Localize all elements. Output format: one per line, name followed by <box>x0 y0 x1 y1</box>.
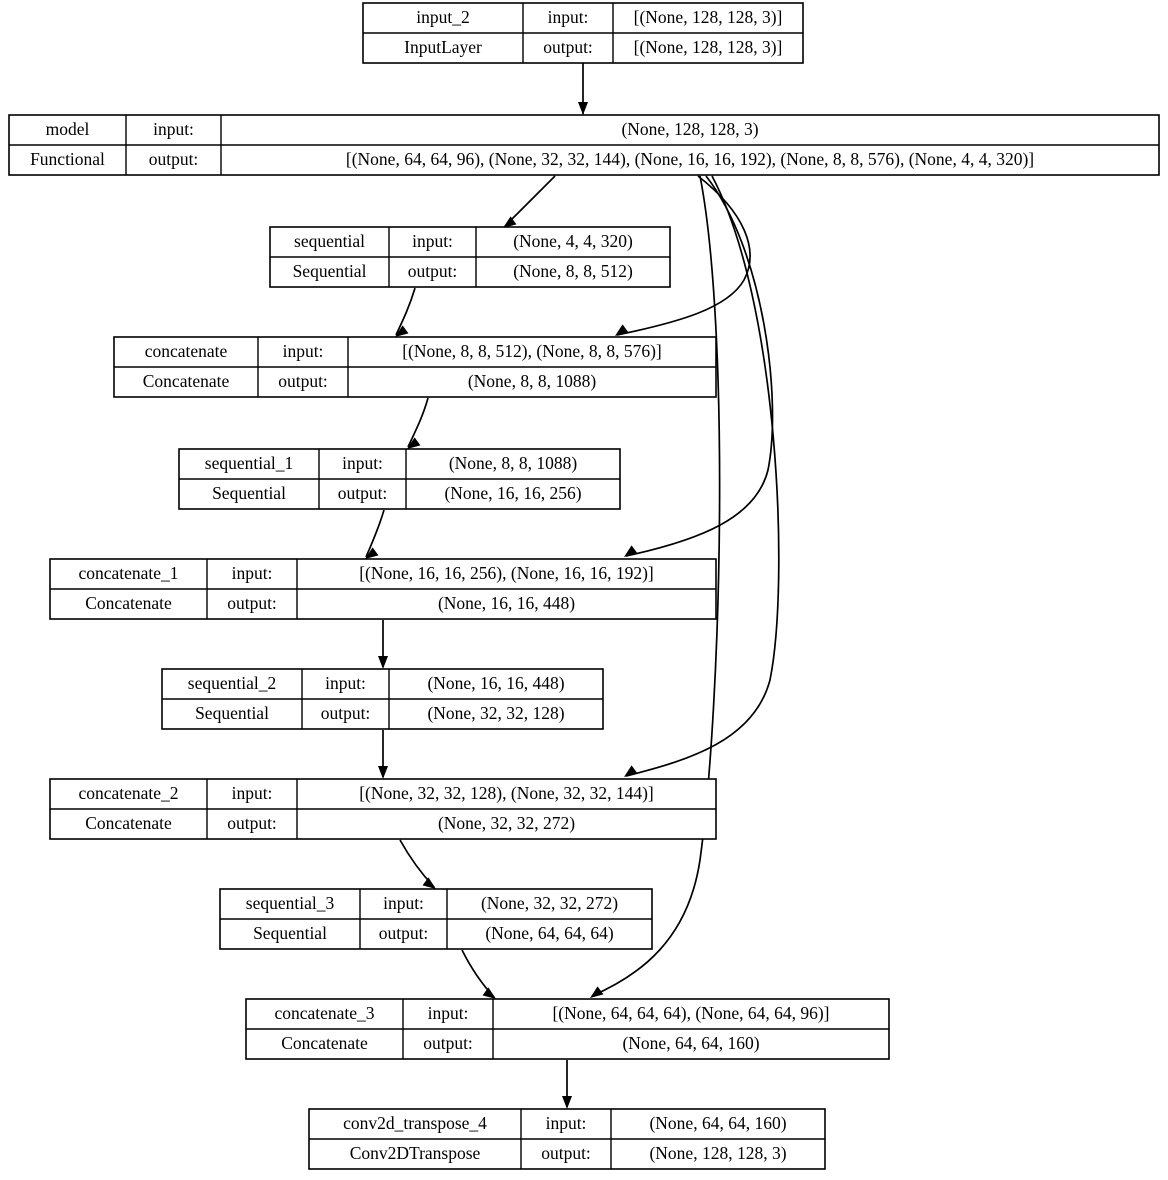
node-layer-name: model <box>46 119 90 139</box>
node-output-shape: (None, 128, 128, 3) <box>649 1143 786 1163</box>
node-output-label: output: <box>149 149 199 169</box>
node-output-shape: (None, 16, 16, 256) <box>444 483 581 503</box>
node-input-label: input: <box>412 231 453 251</box>
node-layer-class: Concatenate <box>281 1033 368 1053</box>
node-input-label: input: <box>383 893 424 913</box>
node-input-shape: [(None, 16, 16, 256), (None, 16, 16, 192… <box>359 563 654 583</box>
node-input-shape: (None, 4, 4, 320) <box>513 231 633 251</box>
edge-model-concatenate_1 <box>624 175 774 557</box>
edge-model-concatenate_2 <box>624 175 780 777</box>
edge-sequential_2-concat_2 <box>378 730 388 779</box>
node-layer-class: Functional <box>30 149 105 169</box>
node-input-label: input: <box>546 1113 587 1133</box>
node-input-shape: (None, 16, 16, 448) <box>427 673 564 693</box>
edge-concat_3-conv2dt <box>562 1060 572 1109</box>
node-input-label: input: <box>428 1003 469 1023</box>
node-layer-class: Sequential <box>253 923 327 943</box>
edge-model-concatenate <box>615 175 751 336</box>
node-input-label: input: <box>548 7 589 27</box>
node-layer-class: Concatenate <box>143 371 230 391</box>
node-layer-class: Conv2DTranspose <box>350 1143 481 1163</box>
node-output-shape: [(None, 64, 64, 96), (None, 32, 32, 144)… <box>346 149 1034 169</box>
node-layer-class: Sequential <box>293 261 367 281</box>
node-output-label: output: <box>338 483 388 503</box>
edge-input_2-model <box>578 63 588 115</box>
node-layer-name: conv2d_transpose_4 <box>343 1113 487 1133</box>
node-layer-name: concatenate_1 <box>78 563 178 583</box>
node-input-shape: (None, 8, 8, 1088) <box>449 453 577 473</box>
node-layer-name: concatenate <box>145 341 228 361</box>
node-output-label: output: <box>379 923 429 943</box>
node-layer-name: concatenate_3 <box>274 1003 374 1023</box>
edge-concat_2-sequential_3 <box>399 839 436 889</box>
node-output-label: output: <box>278 371 328 391</box>
node-input-shape: (None, 64, 64, 160) <box>649 1113 786 1133</box>
node-input-label: input: <box>283 341 324 361</box>
node-output-shape: [(None, 128, 128, 3)] <box>634 37 783 57</box>
node-output-shape: (None, 64, 64, 160) <box>622 1033 759 1053</box>
node-layer-name: sequential_1 <box>205 453 293 473</box>
node-output-shape: (None, 8, 8, 1088) <box>468 371 596 391</box>
edge-concatenate-sequential_1 <box>407 397 429 449</box>
node-input-shape: [(None, 128, 128, 3)] <box>634 7 783 27</box>
node-output-label: output: <box>321 703 371 723</box>
node-input-shape: [(None, 32, 32, 128), (None, 32, 32, 144… <box>359 783 654 803</box>
node-output-label: output: <box>408 261 458 281</box>
node-output-label: output: <box>541 1143 591 1163</box>
node-output-shape: (None, 32, 32, 128) <box>427 703 564 723</box>
node-output-label: output: <box>227 813 277 833</box>
node-input-shape: (None, 32, 32, 272) <box>481 893 618 913</box>
node-layer-class: Concatenate <box>85 593 172 613</box>
node-layer-name: sequential_3 <box>246 893 335 913</box>
node-layer-class: Sequential <box>212 483 286 503</box>
node-output-label: output: <box>227 593 277 613</box>
node-input-shape: (None, 128, 128, 3) <box>621 119 758 139</box>
node-output-shape: (None, 16, 16, 448) <box>438 593 575 613</box>
edge-model-sequential <box>503 175 556 228</box>
edges-layer <box>365 63 780 1109</box>
node-output-shape: (None, 64, 64, 64) <box>485 923 613 943</box>
node-input-label: input: <box>153 119 194 139</box>
node-layer-class: InputLayer <box>404 37 482 57</box>
node-input-label: input: <box>232 563 273 583</box>
edge-sequential-concatenate <box>395 287 416 337</box>
node-layer-name: sequential_2 <box>188 673 276 693</box>
node-output-shape: (None, 8, 8, 512) <box>513 261 633 281</box>
node-layer-class: Sequential <box>195 703 269 723</box>
node-output-label: output: <box>423 1033 473 1053</box>
node-input-label: input: <box>342 453 383 473</box>
node-input-shape: [(None, 64, 64, 64), (None, 64, 64, 96)] <box>552 1003 829 1023</box>
edge-model-concatenate_3 <box>590 175 721 998</box>
node-layer-name: concatenate_2 <box>78 783 178 803</box>
edge-sequential_3-concat_3 <box>461 949 496 999</box>
node-input-shape: [(None, 8, 8, 512), (None, 8, 8, 576)] <box>402 341 662 361</box>
node-layer-name: sequential <box>294 231 365 251</box>
node-output-label: output: <box>543 37 593 57</box>
node-output-shape: (None, 32, 32, 272) <box>438 813 575 833</box>
edge-concat_1-sequential_2 <box>378 620 388 669</box>
edge-sequential_1-concat_1 <box>365 509 385 559</box>
node-layer-class: Concatenate <box>85 813 172 833</box>
node-input-label: input: <box>325 673 366 693</box>
node-layer-name: input_2 <box>416 7 469 27</box>
node-input-label: input: <box>232 783 273 803</box>
